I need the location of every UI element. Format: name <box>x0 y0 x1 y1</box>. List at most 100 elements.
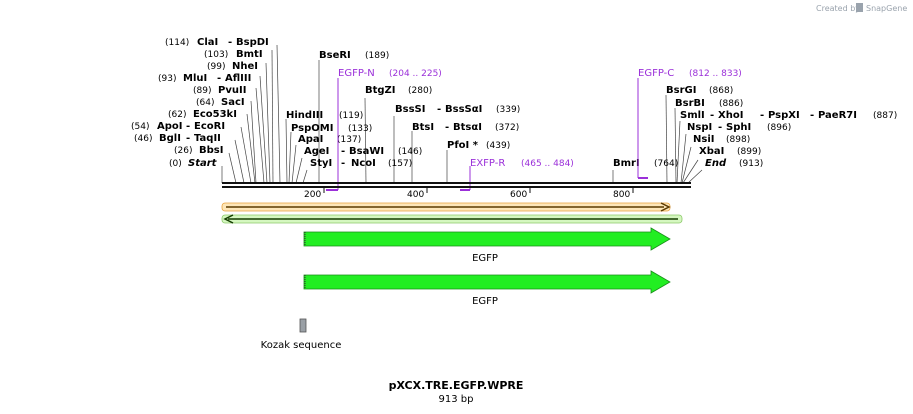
site-pos: (886) <box>719 99 743 109</box>
site-pos: (887) <box>873 111 897 121</box>
site-name: BtsI <box>412 122 434 133</box>
site-name: AgeI <box>304 146 329 157</box>
site-name: - <box>760 110 764 121</box>
site-pos: (913) <box>739 159 763 169</box>
site-name: - <box>810 110 814 121</box>
ruler-tick-label: 400 <box>407 190 424 200</box>
site-pos: (189) <box>365 51 389 61</box>
feature-egfp-2: EGFP <box>303 270 671 307</box>
site-name: ApoI <box>157 121 183 132</box>
site-name: MluI <box>183 73 207 84</box>
site-pos: (868) <box>709 86 733 96</box>
site-name: NcoI <box>351 158 376 169</box>
site-name: - <box>341 146 345 157</box>
site-pos: (64) <box>196 98 214 108</box>
ruler: 200 400 600 800 <box>304 186 634 200</box>
primer-label: EGFP-C <box>638 68 674 79</box>
site-pos: (99) <box>207 62 225 72</box>
site-name: SphI <box>726 122 751 133</box>
brand-text: SnapGene <box>866 4 907 13</box>
site-name: - <box>718 122 722 133</box>
site-name: ClaI <box>197 37 218 48</box>
site-pos: (26) <box>174 146 192 156</box>
site-name: BssSαI <box>445 104 482 115</box>
site-name: Start <box>188 158 218 169</box>
site-name: PaeR7I <box>818 110 857 121</box>
site-name: BsaWI <box>349 146 384 157</box>
site-pos: (137) <box>337 135 361 145</box>
site-labels-left: (0) Start (26) BbsI (46) BglI - TaqII (5… <box>131 37 269 169</box>
site-name: - <box>710 110 714 121</box>
site-name: - <box>437 104 441 115</box>
site-pos: (439) <box>486 141 510 151</box>
ruler-tick-label: 200 <box>304 190 321 200</box>
site-pos: (372) <box>495 123 519 133</box>
site-name: PfoI * <box>447 140 479 151</box>
site-name: NspI <box>687 122 712 133</box>
primer-label: EGFP-N <box>338 68 375 79</box>
site-name: BtsαI <box>453 122 482 133</box>
feature-kozak: Kozak sequence <box>261 318 342 351</box>
site-name: HindIII <box>286 110 323 121</box>
site-pos: (93) <box>158 74 176 84</box>
primers: EGFP-N (204 .. 225) EGFP-C (812 .. 833) … <box>326 68 742 191</box>
site-name: BmtI <box>236 49 263 60</box>
site-name: SmlI <box>680 110 705 121</box>
site-leader-lines <box>221 44 703 184</box>
site-pos: (54) <box>131 122 149 132</box>
site-name: ApaI <box>298 134 323 145</box>
orf-reverse <box>221 214 683 224</box>
site-name: SacI <box>221 97 245 108</box>
site-name: Eco53kI <box>193 109 237 120</box>
site-pos: (764) <box>654 159 678 169</box>
sequence-name: pXCX.TRE.EGFP.WPRE <box>389 379 524 392</box>
site-name: EcoRI <box>194 121 225 132</box>
site-name: XbaI <box>699 146 724 157</box>
site-name: BbsI <box>199 145 223 156</box>
snapgene-logo-icon <box>856 3 863 12</box>
sequence-length: 913 bp <box>439 394 474 405</box>
site-pos: (119) <box>339 111 363 121</box>
site-pos: (0) <box>169 159 182 169</box>
site-name: - <box>186 133 190 144</box>
orf-forward <box>221 202 671 212</box>
site-name: StyI <box>310 158 332 169</box>
site-name: - <box>341 158 345 169</box>
site-pos: (62) <box>168 110 186 120</box>
site-name: - <box>186 121 190 132</box>
primer-range: (204 .. 225) <box>389 69 442 79</box>
site-name: BseRI <box>319 50 351 61</box>
site-pos: (46) <box>134 134 152 144</box>
site-pos: (339) <box>496 105 520 115</box>
snapgene-credit: Created by SnapGene <box>816 3 907 13</box>
site-pos: (899) <box>737 147 761 157</box>
site-name: NsiI <box>693 134 714 145</box>
site-name: End <box>705 158 727 169</box>
site-pos: (146) <box>398 147 422 157</box>
site-name: XhoI <box>718 110 743 121</box>
site-name: PspXI <box>768 110 800 121</box>
site-pos: (103) <box>204 50 228 60</box>
site-pos: (898) <box>726 135 750 145</box>
site-name: BsrBI <box>675 98 705 109</box>
primer-label: EXFP-R <box>470 158 505 169</box>
site-name: BtgZI <box>365 85 396 96</box>
site-name: - <box>217 73 221 84</box>
site-name: NheI <box>232 61 258 72</box>
credit-text: Created by <box>816 4 860 13</box>
site-pos: (133) <box>348 124 372 134</box>
site-name: TaqII <box>194 133 221 144</box>
site-name: BmrI <box>613 158 640 169</box>
feature-label: Kozak sequence <box>261 340 342 351</box>
site-pos: (896) <box>767 123 791 133</box>
site-pos: (157) <box>388 159 412 169</box>
site-pos: (89) <box>193 86 211 96</box>
site-name: BssSI <box>395 104 425 115</box>
site-pos: (280) <box>408 86 432 96</box>
site-name: PvuII <box>218 85 246 96</box>
feature-label: EGFP <box>472 253 498 264</box>
ruler-tick-label: 600 <box>510 190 527 200</box>
primer-range: (465 .. 484) <box>521 159 574 169</box>
site-pos: (114) <box>165 38 189 48</box>
